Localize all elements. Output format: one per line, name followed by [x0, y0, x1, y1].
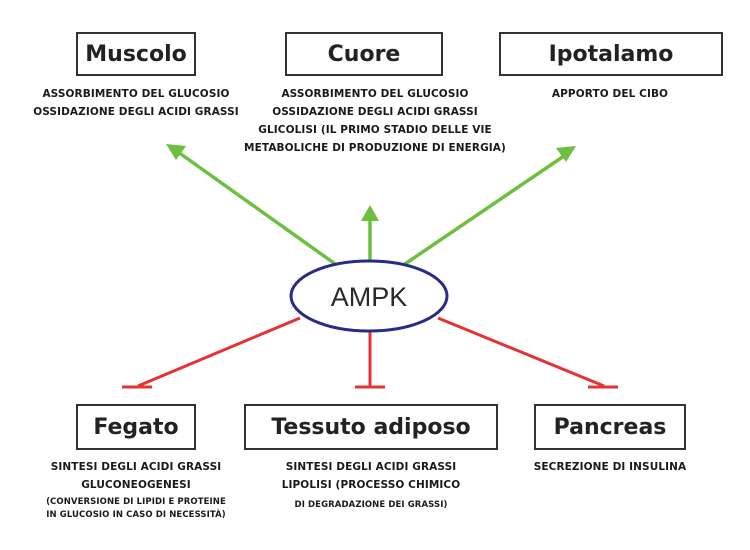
- arrowhead-muscolo: [166, 144, 186, 160]
- desc-ipotalamo: APPORTO DEL CIBO: [520, 85, 700, 103]
- title-pancreas: Pancreas: [553, 414, 667, 440]
- desc-line: APPORTO DEL CIBO: [551, 88, 669, 100]
- desc-note-line: IN GLUCOSIO IN CASO DI NECESSITÀ): [46, 510, 226, 520]
- desc-line: OSSIDAZIONE DEGLI ACIDI GRASSI: [272, 106, 478, 118]
- desc-note-line: DI DEGRADAZIONE DEI GRASSI): [294, 500, 448, 510]
- inhibition-lines: [122, 316, 618, 389]
- desc-tessuto-adiposo: SINTESI DEGLI ACIDI GRASSI LIPOLISI (PRO…: [240, 458, 502, 494]
- desc-line: SINTESI DEGLI ACIDI GRASSI: [50, 461, 222, 473]
- activation-arrows: [166, 144, 576, 268]
- desc-line: ASSORBIMENTO DEL GLUCOSIO: [281, 88, 469, 100]
- arrow-to-muscolo: [176, 150, 340, 268]
- ampk-label: AMPK: [331, 282, 408, 312]
- desc-line: SECREZIONE DI INSULINA: [533, 461, 687, 473]
- desc-tessuto-adiposo-note: DI DEGRADAZIONE DEI GRASSI): [240, 499, 502, 512]
- desc-line: METABOLICHE DI PRODUZIONE DI ENERGIA): [244, 142, 506, 154]
- desc-line: GLICOLISI (IL PRIMO STADIO DELLE VIE: [258, 124, 492, 136]
- box-pancreas: Pancreas: [534, 404, 686, 450]
- title-cuore: Cuore: [327, 41, 401, 67]
- box-cuore: Cuore: [285, 32, 443, 76]
- box-fegato: Fegato: [76, 404, 196, 450]
- desc-fegato: SINTESI DEGLI ACIDI GRASSI GLUCONEOGENES…: [20, 458, 252, 494]
- desc-note-line: (CONVERSIONE DI LIPIDI E PROTEINE: [46, 497, 226, 507]
- ampk-node: [289, 259, 449, 333]
- box-muscolo: Muscolo: [76, 32, 196, 76]
- desc-muscolo: ASSORBIMENTO DEL GLUCOSIO OSSIDAZIONE DE…: [20, 85, 252, 121]
- arrowhead-cuore: [361, 205, 379, 221]
- desc-line: GLUCONEOGENESI: [81, 479, 191, 491]
- arrowhead-ipotalamo: [556, 146, 576, 162]
- desc-cuore: ASSORBIMENTO DEL GLUCOSIO OSSIDAZIONE DE…: [230, 85, 520, 157]
- desc-fegato-note: (CONVERSIONE DI LIPIDI E PROTEINE IN GLU…: [20, 496, 252, 522]
- title-fegato: Fegato: [93, 414, 179, 440]
- box-tessuto-adiposo: Tessuto adiposo: [244, 404, 498, 450]
- desc-line: SINTESI DEGLI ACIDI GRASSI: [285, 461, 457, 473]
- title-tessuto-adiposo: Tessuto adiposo: [271, 414, 471, 440]
- desc-line: ASSORBIMENTO DEL GLUCOSIO: [42, 88, 230, 100]
- inhibit-pancreas: [437, 316, 605, 388]
- inhibit-fegato: [137, 316, 301, 388]
- title-muscolo: Muscolo: [85, 41, 187, 67]
- box-ipotalamo: Ipotalamo: [499, 32, 723, 76]
- desc-line: OSSIDAZIONE DEGLI ACIDI GRASSI: [33, 106, 239, 118]
- title-ipotalamo: Ipotalamo: [548, 41, 674, 67]
- arrow-to-ipotalamo: [401, 154, 565, 268]
- desc-line: LIPOLISI (PROCESSO CHIMICO: [281, 479, 461, 491]
- desc-pancreas: SECREZIONE DI INSULINA: [515, 458, 705, 476]
